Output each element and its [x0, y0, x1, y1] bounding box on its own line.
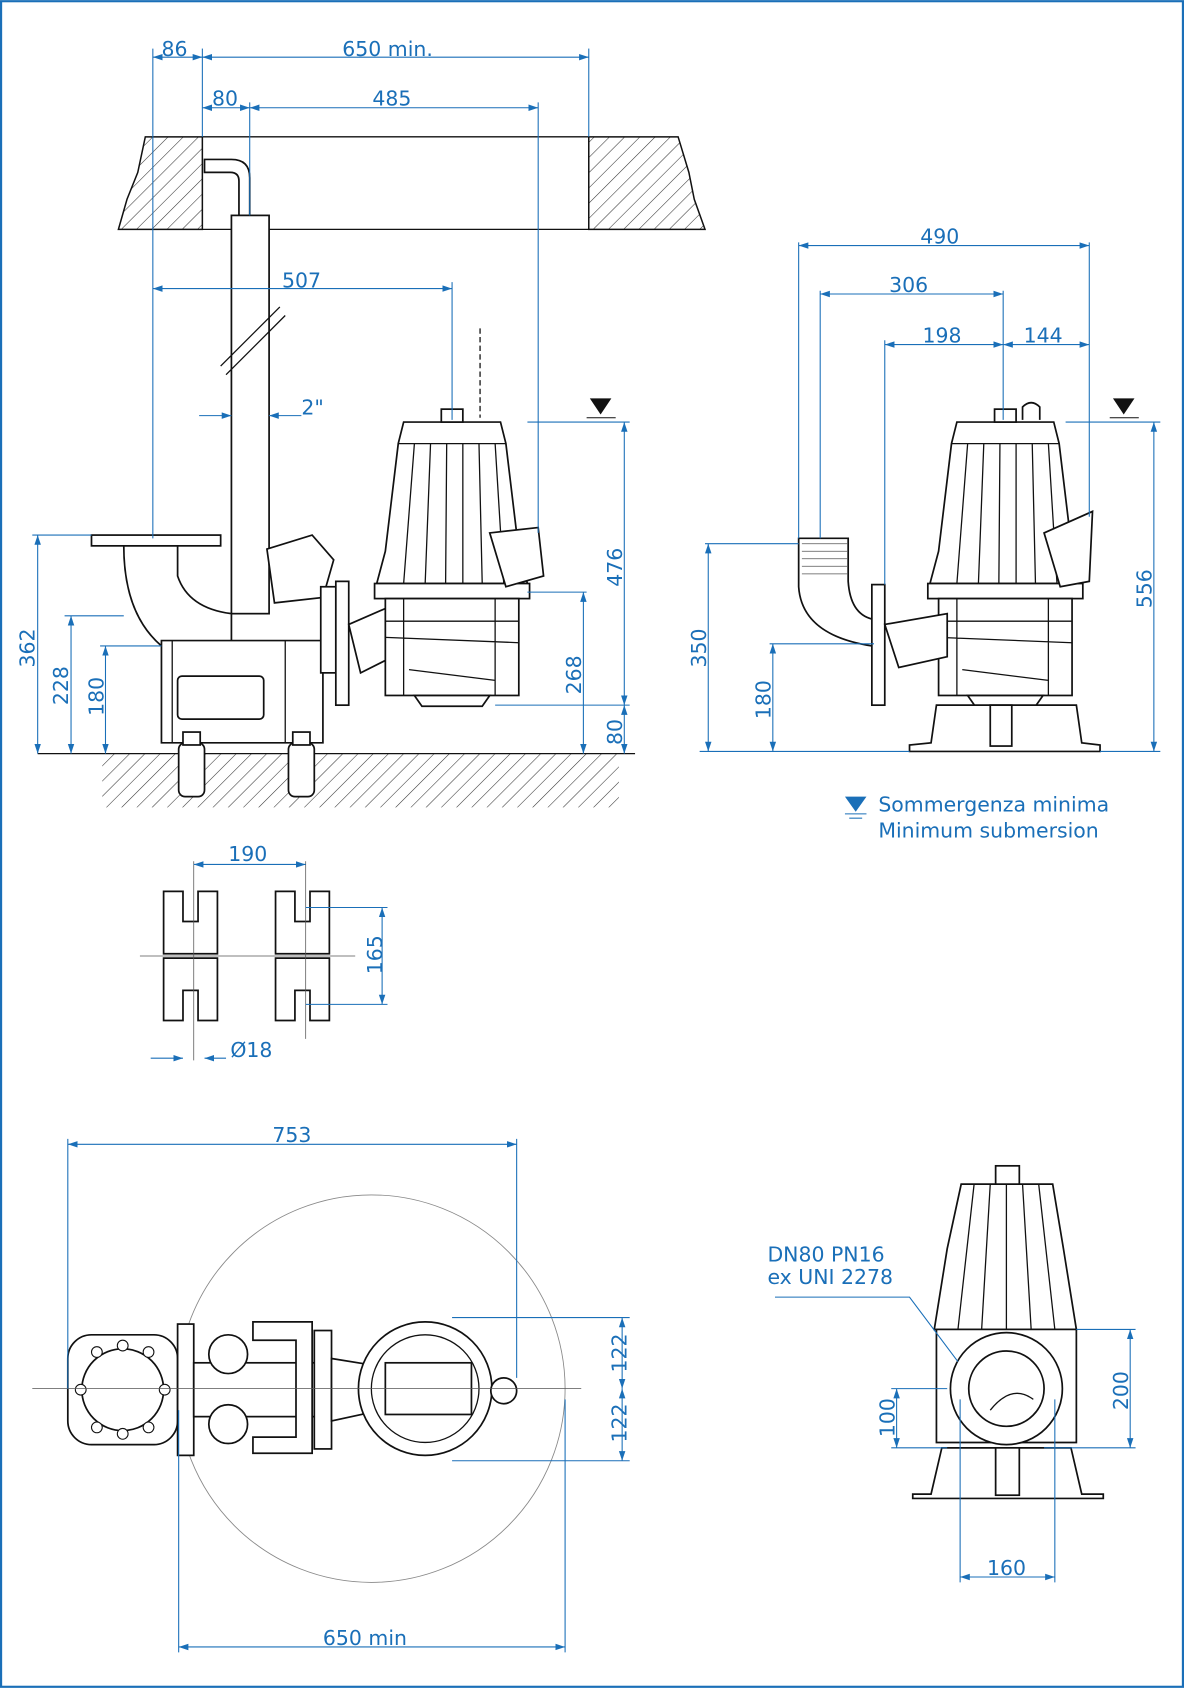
ceiling-slab-left	[117, 136, 204, 231]
water-level-marker	[586, 398, 616, 419]
dim-122-top: 122	[607, 1333, 631, 1372]
guide-pipe-elbow	[203, 158, 251, 217]
guide-pipe	[230, 214, 270, 615]
dim-80-bottom: 80	[603, 719, 627, 745]
side-view: 86 650 min. 80 485 507 2" 362 228 180 47…	[15, 37, 707, 808]
dim-diameter-18: Ø18	[230, 1038, 272, 1062]
lifting-handle	[1021, 401, 1041, 420]
bracket-lug	[162, 890, 219, 955]
dim-350: 350	[687, 628, 711, 667]
front-view: 490 306 198 144 350 180 556	[687, 224, 1161, 753]
bracket-lug	[162, 957, 219, 1022]
dim-507: 507	[282, 269, 321, 293]
dim-86: 86	[161, 37, 187, 61]
dim-180: 180	[84, 677, 108, 716]
discharge-bend	[797, 537, 873, 647]
dim-165: 165	[363, 935, 387, 974]
dim-476: 476	[603, 548, 627, 587]
dim-122-bottom: 122	[607, 1403, 631, 1442]
flange-label-line-2: ex UNI 2278	[767, 1265, 893, 1289]
dim-650-min-plan: 650 min	[323, 1626, 407, 1650]
flange-view: DN80 PN16 ex UNI 2278 200 100 160	[767, 1164, 1136, 1583]
dimension-lines	[32, 48, 630, 754]
dim-268: 268	[562, 655, 586, 694]
water-level-icon	[844, 796, 867, 819]
dim-180: 180	[752, 680, 776, 719]
dim-2-inch: 2"	[301, 396, 323, 420]
legend-line-1: Sommergenza minima	[878, 793, 1109, 817]
dim-556: 556	[1133, 569, 1157, 608]
bracket-lug	[274, 957, 331, 1022]
anchor-bolt	[177, 731, 206, 798]
dim-100: 100	[875, 1398, 899, 1437]
dim-200: 200	[1109, 1371, 1133, 1410]
dim-80-top: 80	[212, 87, 238, 111]
plan-view: 753 122 122 650 min	[32, 1123, 631, 1653]
dim-198: 198	[922, 323, 961, 347]
dim-753: 753	[272, 1123, 311, 1147]
dimension-lines	[699, 242, 1161, 752]
dim-650-min: 650 min.	[342, 37, 433, 61]
dim-160: 160	[987, 1556, 1026, 1580]
anchor-bolt	[287, 731, 316, 798]
floor-hatch	[102, 753, 619, 808]
legend-line-2: Minimum submersion	[878, 819, 1098, 843]
discharge-elbow	[122, 544, 233, 647]
flange-label-line-1: DN80 PN16	[767, 1243, 884, 1267]
water-level-marker	[1109, 398, 1139, 419]
dim-490: 490	[920, 224, 959, 248]
dim-306: 306	[889, 273, 928, 297]
legend: Sommergenza minima Minimum submersion	[844, 793, 1109, 843]
dim-144: 144	[1024, 323, 1063, 347]
ceiling-slab-right	[588, 136, 707, 231]
bracket-lug	[274, 890, 331, 955]
rail-detail: 190 165 Ø18	[139, 842, 388, 1062]
dim-485: 485	[372, 87, 411, 111]
dim-190: 190	[228, 842, 267, 866]
dim-228: 228	[49, 666, 73, 705]
dim-362: 362	[15, 628, 39, 667]
